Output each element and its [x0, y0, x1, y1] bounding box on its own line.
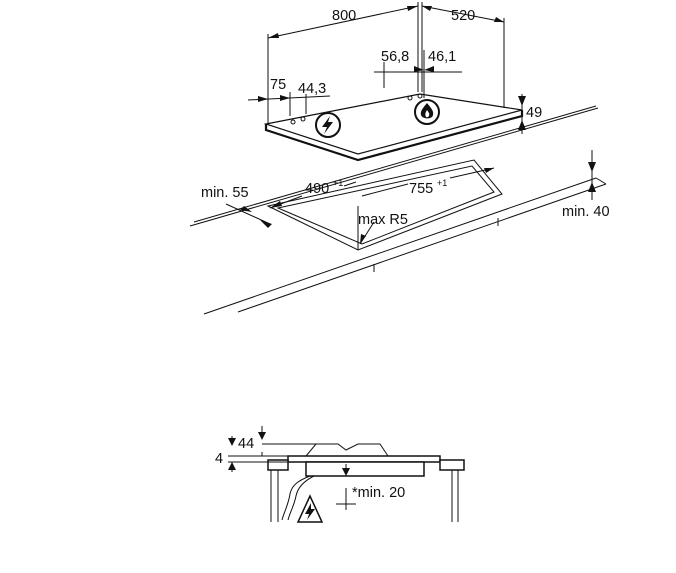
dim-side-height-base: 4 [215, 451, 223, 467]
dim-burner-left: 56,8 [381, 49, 409, 65]
hob-perspective: 800 520 56,8 46,1 75 44,3 49 [247, 2, 542, 162]
dim-max-radius: max R5 [358, 212, 408, 228]
dim-side-min-clearance: *min. 20 [352, 485, 405, 501]
dim-width-total: 800 [332, 8, 356, 24]
dim-height: 49 [526, 105, 542, 121]
dim-min-side: min. 55 [201, 185, 249, 201]
dim-burner-right: 46,1 [428, 49, 456, 65]
worktop-cutout: min. 55 490 +1 755 +1 max R5 min. 40 [189, 105, 610, 315]
gas-flame-icon [414, 99, 440, 125]
electric-spark-icon [315, 112, 341, 138]
dim-cutout-depth: 490 [305, 181, 329, 197]
dim-cutout-width-tol: +1 [437, 178, 447, 188]
dim-depth-total: 520 [451, 8, 475, 24]
dim-min-worktop: min. 40 [562, 204, 610, 220]
dim-cutout-depth-tol: +1 [333, 178, 343, 188]
dim-knob-b: 44,3 [298, 81, 326, 97]
electric-warning-icon [296, 494, 324, 523]
hob-top-surface [263, 93, 523, 155]
dim-cutout-width: 755 [409, 181, 433, 197]
dim-knob-a: 75 [270, 77, 286, 93]
hob-side-section: 44 4 *min. 20 [215, 426, 465, 523]
dim-side-height-total: 44 [238, 436, 254, 452]
